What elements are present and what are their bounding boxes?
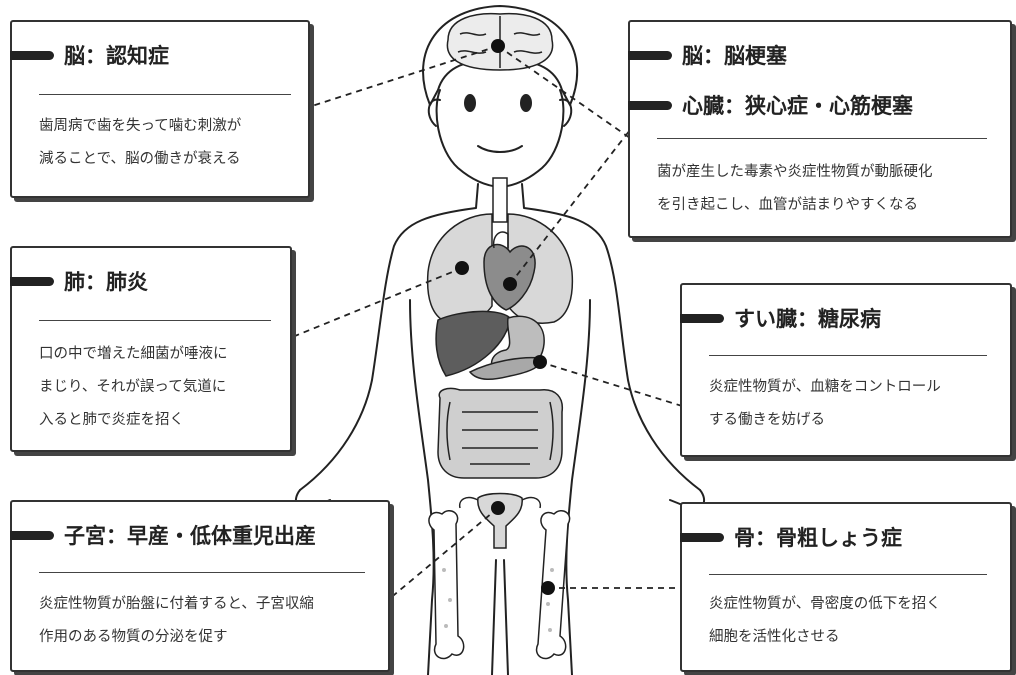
- card-title-text: すい臓：糖尿病: [734, 303, 881, 333]
- card-title-text: 脳：脳梗塞: [682, 40, 787, 70]
- marker-heart: [503, 277, 517, 291]
- title-bar-icon: [628, 51, 672, 60]
- card-title-text: 心臓：狭心症・心筋梗塞: [682, 90, 913, 120]
- title-bar-icon: [10, 277, 54, 286]
- face-outline: [437, 90, 564, 187]
- card-body-text: 炎症性物質が、血糖をコントロール する働きを妨げる: [709, 371, 941, 437]
- title-bar-icon: [10, 51, 54, 60]
- mouth: [478, 146, 522, 152]
- divider: [39, 94, 291, 95]
- card-title-secondary: 心臓：狭心症・心筋梗塞: [630, 90, 913, 120]
- card-title-text: 子宮：早産・低体重児出産: [64, 520, 316, 550]
- card-title-text: 骨：骨粗しょう症: [734, 522, 902, 552]
- divider: [39, 572, 365, 573]
- card-title: 脳：認知症: [12, 40, 169, 70]
- left-femur: [429, 511, 464, 659]
- card-body-text: 歯周病で歯を失って噛む刺激が 減ることで、脳の働きが衰える: [39, 110, 241, 176]
- card-lung: 肺：肺炎 口の中で増えた細菌が唾液に まじり、それが誤って気道に 入ると肺で炎症…: [10, 246, 292, 452]
- divider: [709, 574, 987, 575]
- marker-uterus: [491, 501, 505, 515]
- intestines: [438, 388, 562, 478]
- card-title: 骨：骨粗しょう症: [682, 522, 902, 552]
- divider: [657, 138, 987, 139]
- card-title: 子宮：早産・低体重児出産: [12, 520, 316, 550]
- card-brain-dementia: 脳：認知症 歯周病で歯を失って噛む刺激が 減ることで、脳の働きが衰える: [10, 20, 310, 198]
- marker-lung: [455, 261, 469, 275]
- card-body-text: 菌が産生した毒素や炎症性物質が動脈硬化 を引き起こし、血管が詰まりやすくなる: [657, 156, 933, 222]
- marker-bone: [541, 581, 555, 595]
- card-brain-heart: 脳：脳梗塞 心臓：狭心症・心筋梗塞 菌が産生した毒素や炎症性物質が動脈硬化 を引…: [628, 20, 1012, 238]
- leader-brain-stroke: [498, 46, 630, 138]
- card-title-text: 脳：認知症: [64, 40, 169, 70]
- card-title-text: 肺：肺炎: [64, 266, 148, 296]
- card-body-text: 口の中で増えた細菌が唾液に まじり、それが誤って気道に 入ると肺で炎症を招く: [39, 338, 228, 437]
- card-pancreas: すい臓：糖尿病 炎症性物質が、血糖をコントロール する働きを妨げる: [680, 283, 1012, 457]
- divider: [709, 355, 987, 356]
- left-eye: [464, 94, 476, 112]
- title-bar-icon: [628, 101, 672, 110]
- card-body-text: 炎症性物質が、骨密度の低下を招く 細胞を活性化させる: [709, 588, 941, 654]
- card-uterus: 子宮：早産・低体重児出産 炎症性物質が胎盤に付着すると、子宮収縮 作用のある物質…: [10, 500, 390, 672]
- right-ear: [560, 99, 571, 126]
- card-title: 脳：脳梗塞: [630, 40, 787, 70]
- card-bone: 骨：骨粗しょう症 炎症性物質が、骨密度の低下を招く 細胞を活性化させる: [680, 502, 1012, 672]
- card-body-text: 炎症性物質が胎盤に付着すると、子宮収縮 作用のある物質の分泌を促す: [39, 588, 314, 654]
- marker-pancreas: [533, 355, 547, 369]
- card-title: 肺：肺炎: [12, 266, 148, 296]
- left-ear: [429, 99, 440, 126]
- title-bar-icon: [680, 533, 724, 542]
- divider: [39, 320, 271, 321]
- marker-brain: [491, 39, 505, 53]
- card-title: すい臓：糖尿病: [682, 303, 881, 333]
- right-eye: [520, 94, 532, 112]
- title-bar-icon: [680, 314, 724, 323]
- title-bar-icon: [10, 531, 54, 540]
- inner-legs: [492, 560, 508, 675]
- trachea: [493, 178, 507, 222]
